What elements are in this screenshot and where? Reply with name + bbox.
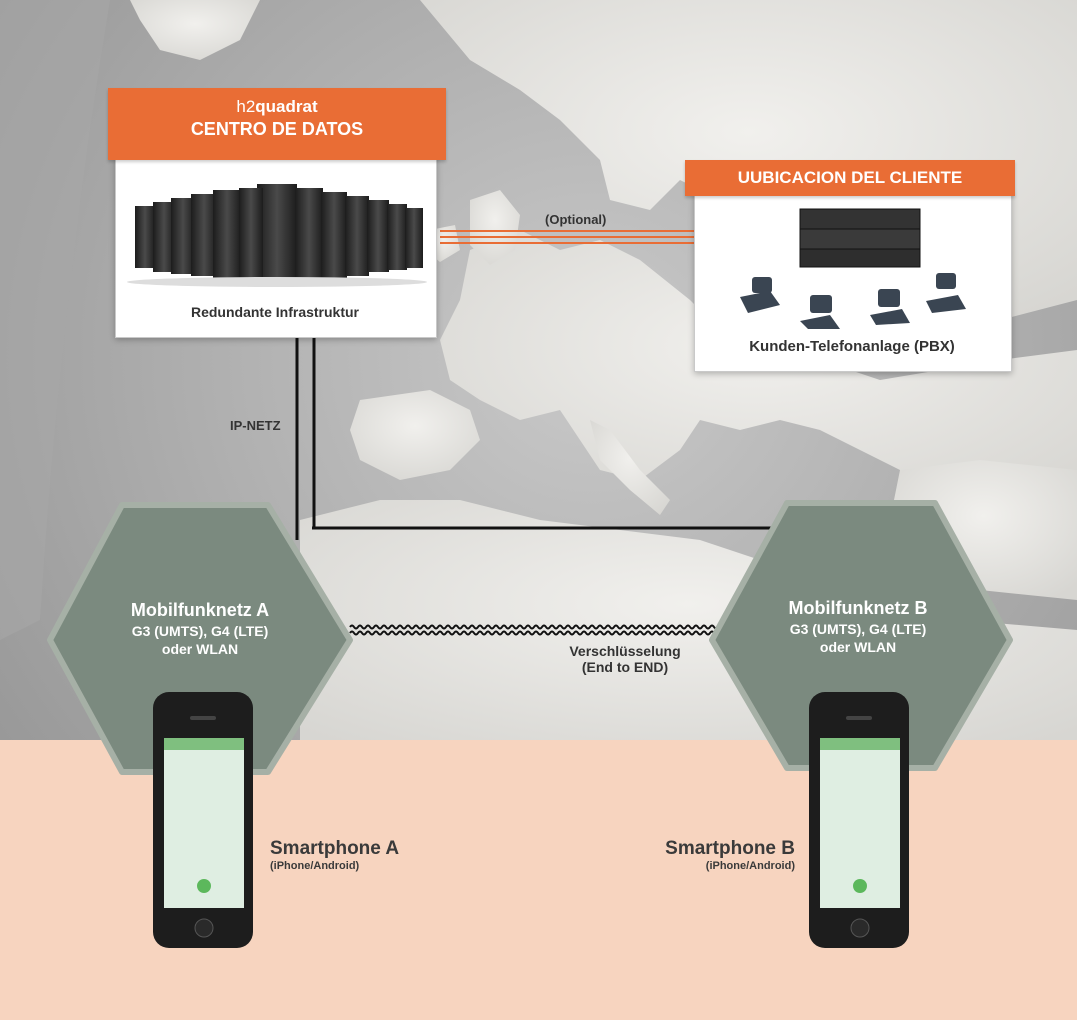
- smartphone-b-label: Smartphone B (iPhone/Android): [660, 838, 795, 872]
- pbx-and-phones-image: [740, 208, 966, 329]
- datacenter-header: h2quadrat CENTRO DE DATOS: [108, 88, 446, 160]
- customer-caption: Kunden-Telefonanlage (PBX): [749, 338, 955, 355]
- network-a-text: Mobilfunknetz A G3 (UMTS), G4 (LTE) oder…: [80, 600, 320, 657]
- hexagon-network-a: [47, 502, 353, 775]
- network-a-line1: G3 (UMTS), G4 (LTE): [131, 623, 269, 639]
- encryption-wave-1: [349, 624, 719, 630]
- encryption-label: Verschlüsselung (End to END): [545, 643, 705, 675]
- smartphone-a-name: Smartphone A: [270, 838, 400, 859]
- network-b-line2: oder WLAN: [819, 639, 897, 655]
- server-racks-image: [127, 184, 427, 287]
- smartphone-b-name: Smartphone B: [665, 838, 795, 859]
- datacenter-title: CENTRO DE DATOS: [190, 119, 364, 139]
- network-a-title: Mobilfunknetz A: [130, 600, 270, 620]
- smartphone-b-sub: (iPhone/Android): [705, 860, 795, 872]
- smartphone-b-image: [809, 692, 909, 948]
- datacenter-caption: Redundante Infrastruktur: [190, 304, 359, 320]
- encryption-line1: Verschlüsselung: [569, 643, 681, 659]
- network-a-line2: oder WLAN: [161, 641, 239, 657]
- encryption-line2: (End to END): [581, 659, 669, 675]
- smartphone-a-sub: (iPhone/Android): [270, 860, 360, 872]
- encryption-wave-2: [349, 630, 719, 636]
- ip-network-label: IP-NETZ: [230, 418, 281, 433]
- smartphone-a-image: [153, 692, 253, 948]
- smartphone-a-label: Smartphone A (iPhone/Android): [270, 838, 399, 872]
- network-b-text: Mobilfunknetz B G3 (UMTS), G4 (LTE) oder…: [738, 598, 978, 655]
- network-b-title: Mobilfunknetz B: [788, 598, 928, 618]
- optional-label: (Optional): [545, 212, 607, 227]
- brand-light: h2: [236, 97, 256, 116]
- hexagon-network-b: [709, 500, 1013, 771]
- datacenter-brand: h2quadrat: [108, 97, 446, 117]
- customer-header: UUBICACION DEL CLIENTE: [685, 160, 1015, 196]
- brand-bold: quadrat: [255, 97, 318, 116]
- network-b-line1: G3 (UMTS), G4 (LTE): [789, 621, 927, 637]
- phone-icon: [740, 273, 966, 329]
